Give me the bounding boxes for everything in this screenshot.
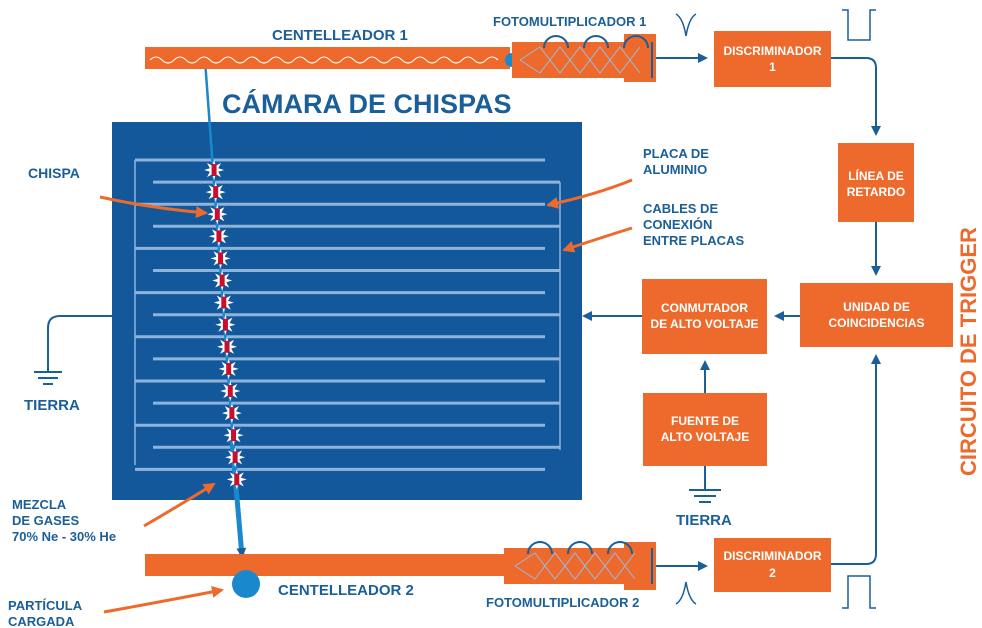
- svg-text:RETARDO: RETARDO: [847, 185, 905, 199]
- svg-text:UNIDAD DE: UNIDAD DE: [843, 300, 910, 314]
- label-placa-2: ALUMINIO: [643, 162, 707, 177]
- label-cables-3: ENTRE PLACAS: [643, 233, 744, 248]
- spark-icon: [215, 314, 236, 335]
- signal-pulse-1: [675, 13, 697, 37]
- svg-text:COINCIDENCIAS: COINCIDENCIAS: [828, 316, 924, 330]
- ground-bottom-icon: [689, 466, 721, 503]
- spark-icon: [217, 336, 237, 357]
- ground-left-icon: [34, 315, 112, 385]
- label-particula-1: PARTÍCULA: [8, 598, 83, 613]
- box-linea-retardo: LÍNEA DE RETARDO: [838, 143, 914, 222]
- spark-icon: [226, 469, 247, 490]
- photomultiplier-2-end: [624, 542, 656, 590]
- box-conmutador: CONMUTADOR DE ALTO VOLTAJE: [642, 279, 767, 354]
- photomultiplier-1-end: [624, 34, 656, 82]
- label-mezcla-3: 70% Ne - 30% He: [12, 529, 116, 544]
- svg-text:CONMUTADOR: CONMUTADOR: [661, 301, 748, 315]
- label-centelleador-1: CENTELLEADOR 1: [272, 27, 408, 44]
- spark-icon: [207, 204, 228, 225]
- label-tierra-bottom: TIERRA: [676, 512, 732, 529]
- arrow-disc2-to-coincidencias: [831, 354, 881, 565]
- scintillator-2: [145, 554, 510, 576]
- discriminator-output-1: [842, 9, 876, 41]
- spark-icon: [225, 447, 246, 468]
- spark-icon: [212, 270, 233, 291]
- particle-circle: [232, 570, 260, 598]
- box-fuente: FUENTE DE ALTO VOLTAJE: [643, 393, 767, 466]
- pmt-2-dynodes: [514, 552, 636, 580]
- photomultiplier-2-body: [504, 548, 624, 584]
- spark-icon: [221, 403, 242, 424]
- sparks: [204, 160, 247, 490]
- spark-icon: [218, 358, 239, 379]
- signal-pulse-2: [675, 581, 697, 605]
- side-title-circuito: CIRCUITO DE TRIGGER: [956, 227, 981, 476]
- discriminator-output-2: [842, 575, 876, 609]
- svg-text:DE ALTO VOLTAJE: DE ALTO VOLTAJE: [650, 317, 758, 331]
- label-fotomultiplicador-1: FOTOMULTIPLICADOR 1: [493, 14, 646, 29]
- pmt-2-dynode-caps: [527, 541, 633, 555]
- box-discriminador-2: DISCRIMINADOR 2: [714, 538, 831, 592]
- box-discriminador-1: DISCRIMINADOR 1: [714, 31, 831, 87]
- svg-text:DISCRIMINADOR: DISCRIMINADOR: [724, 44, 822, 58]
- label-mezcla-2: DE GASES: [12, 513, 80, 528]
- spark-icon: [223, 425, 244, 446]
- svg-text:2: 2: [769, 566, 776, 580]
- label-cables-2: CONEXIÓN: [643, 217, 712, 232]
- svg-text:ALTO VOLTAJE: ALTO VOLTAJE: [661, 430, 749, 444]
- arrow-chispa: [99, 195, 208, 219]
- svg-text:1: 1: [769, 60, 776, 74]
- spark-icon: [204, 160, 225, 180]
- box-unidad-coincidencias: UNIDAD DE COINCIDENCIAS: [800, 283, 953, 347]
- svg-text:FUENTE DE: FUENTE DE: [671, 414, 739, 428]
- label-cables-1: CABLES DE: [643, 201, 718, 216]
- arrow-mezcla: [143, 482, 216, 528]
- label-chispa: CHISPA: [28, 165, 80, 181]
- spark-chamber: [112, 122, 582, 500]
- label-mezcla-1: MEZCLA: [12, 497, 67, 512]
- label-fotomultiplicador-2: FOTOMULTIPLICADOR 2: [486, 595, 639, 610]
- pmt-1-dynode-caps: [543, 35, 649, 49]
- spark-icon: [210, 248, 231, 269]
- label-centelleador-2: CENTELLEADOR 2: [278, 582, 414, 599]
- label-particula-2: CARGADA: [8, 614, 75, 628]
- arrow-placa: [546, 178, 633, 209]
- spark-icon: [220, 381, 241, 401]
- svg-text:DISCRIMINADOR: DISCRIMINADOR: [724, 549, 822, 563]
- label-placa-1: PLACA DE: [643, 146, 709, 161]
- light-wave-1: [149, 56, 499, 64]
- spark-icon: [208, 226, 229, 247]
- arrow-cables: [562, 226, 633, 253]
- svg-text:LÍNEA DE: LÍNEA DE: [848, 168, 904, 183]
- arrow-disc1-to-retardo: [831, 57, 881, 136]
- spark-icon: [205, 182, 226, 203]
- arrow-particula: [103, 586, 224, 614]
- spark-icon: [213, 292, 234, 313]
- label-tierra-left: TIERRA: [24, 397, 80, 414]
- pmt-1-dynodes: [519, 46, 641, 74]
- chamber-title: CÁMARA DE CHISPAS: [222, 88, 512, 119]
